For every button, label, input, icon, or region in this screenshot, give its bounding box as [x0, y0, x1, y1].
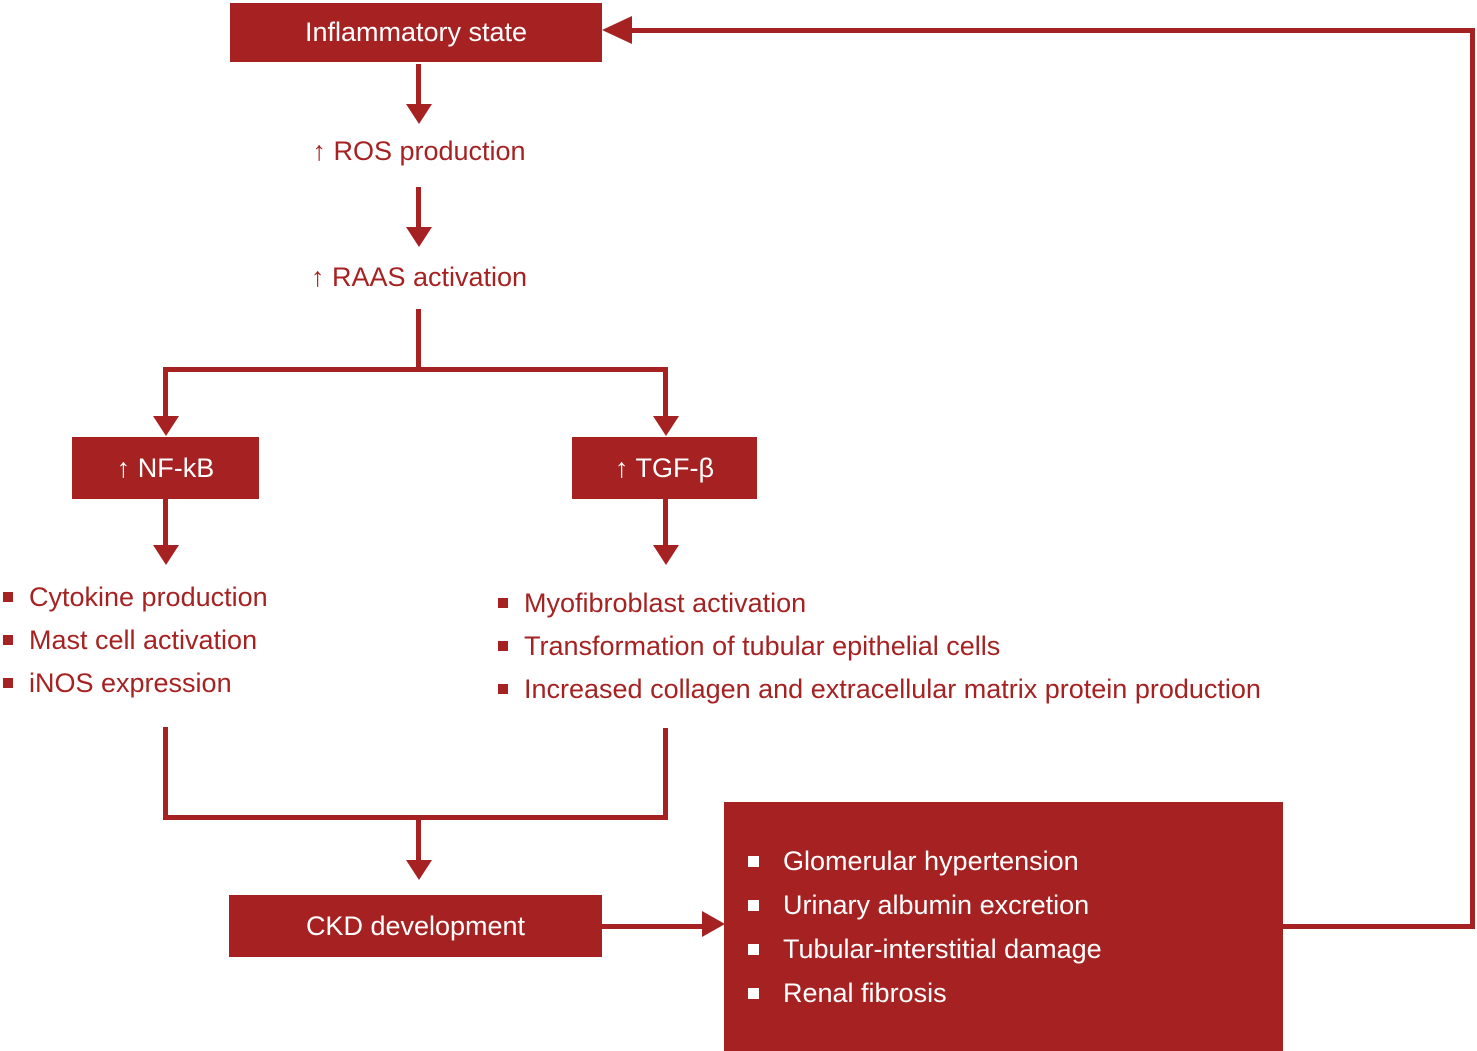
inflammatory-state-label: Inflammatory state	[304, 17, 528, 47]
feedback-top-line	[630, 28, 1472, 33]
list-item: Transformation of tubular epithelial cel…	[498, 631, 1261, 661]
arrow-tgfb-to-effects-head-icon	[653, 545, 679, 565]
ckd-development-box: CKD development	[229, 895, 602, 957]
raas-activation-label: ↑ RAAS activation	[310, 262, 528, 292]
feedback-right-line	[1470, 28, 1475, 929]
ckd-outcomes-list: Glomerular hypertension Urinary albumin …	[748, 846, 1102, 1008]
arrow-nfkb-to-effects-head-icon	[153, 545, 179, 565]
nfkb-effects-list: Cytokine production Mast cell activation…	[3, 582, 268, 698]
converge-right-line	[663, 728, 668, 820]
tgfb-box: ↑ TGF-β	[572, 437, 757, 499]
nfkb-effect-label: Cytokine production	[29, 582, 268, 612]
arrow-ros-to-raas-shaft	[416, 187, 421, 229]
ckd-outcome-label: Glomerular hypertension	[783, 846, 1079, 876]
square-bullet-icon	[3, 592, 13, 602]
list-item: iNOS expression	[3, 668, 268, 698]
tgfb-effect-label: Myofibroblast activation	[524, 588, 807, 618]
list-item: Mast cell activation	[3, 625, 268, 655]
ckd-outcomes-box: Glomerular hypertension Urinary albumin …	[724, 802, 1283, 1051]
arrow-ros-to-raas-head-icon	[406, 227, 432, 247]
ckd-development-label: CKD development	[305, 910, 526, 941]
arrow-nfkb-to-effects-shaft	[163, 499, 168, 546]
tgfb-effect-label: Transformation of tubular epithelial cel…	[524, 631, 1001, 661]
tgfb-effect-label: Increased collagen and extracellular mat…	[524, 674, 1261, 704]
arrow-split-to-nfkb-head-icon	[153, 416, 179, 436]
feedback-bottom-line	[1283, 924, 1472, 929]
nfkb-effect-label: iNOS expression	[29, 668, 232, 698]
list-item: Myofibroblast activation	[498, 588, 1261, 618]
arrow-split-to-tgfb-head-icon	[653, 416, 679, 436]
square-bullet-icon	[498, 684, 508, 694]
ckd-outcome-label: Tubular-interstitial damage	[783, 934, 1102, 964]
ros-production-label: ↑ ROS production	[312, 136, 526, 166]
converge-horizontal-line	[163, 815, 668, 820]
list-item: Glomerular hypertension	[748, 846, 1102, 876]
tgfb-label: ↑ TGF-β	[614, 452, 715, 483]
arrow-converge-to-ckd-head-icon	[406, 860, 432, 880]
nfkb-label: ↑ NF-kB	[116, 452, 215, 483]
list-item: Tubular-interstitial damage	[748, 934, 1102, 964]
list-item: Urinary albumin excretion	[748, 890, 1102, 920]
square-bullet-icon	[498, 598, 508, 608]
arrow-ckd-to-outcomes-head-icon	[702, 911, 725, 937]
arrow-split-to-tgfb-shaft	[663, 367, 668, 417]
ckd-outcome-label: Urinary albumin excretion	[783, 890, 1090, 920]
list-item: Cytokine production	[3, 582, 268, 612]
feedback-arrow-head-icon	[602, 16, 632, 44]
nfkb-effect-label: Mast cell activation	[29, 625, 258, 655]
list-item: Renal fibrosis	[748, 978, 1102, 1008]
square-bullet-icon	[748, 900, 759, 911]
nfkb-box: ↑ NF-kB	[72, 437, 259, 499]
tgfb-effects-list: Myofibroblast activation Transformation …	[498, 588, 1261, 704]
ckd-outcome-label: Renal fibrosis	[783, 978, 947, 1008]
converge-left-line	[163, 727, 168, 820]
square-bullet-icon	[498, 641, 508, 651]
raas-split-stub	[416, 309, 421, 369]
inflammatory-state-box: Inflammatory state	[230, 3, 602, 62]
square-bullet-icon	[748, 856, 759, 867]
square-bullet-icon	[748, 944, 759, 955]
arrow-ckd-to-outcomes-shaft	[602, 924, 704, 929]
square-bullet-icon	[3, 635, 13, 645]
arrow-inflammatory-to-ros-head-icon	[406, 104, 432, 124]
square-bullet-icon	[748, 988, 759, 999]
arrow-inflammatory-to-ros-shaft	[416, 64, 421, 106]
square-bullet-icon	[3, 678, 13, 688]
arrow-tgfb-to-effects-shaft	[663, 499, 668, 546]
list-item: Increased collagen and extracellular mat…	[498, 674, 1261, 704]
split-horizontal-line	[163, 367, 668, 372]
arrow-converge-to-ckd-shaft	[416, 820, 421, 862]
arrow-split-to-nfkb-shaft	[163, 367, 168, 417]
